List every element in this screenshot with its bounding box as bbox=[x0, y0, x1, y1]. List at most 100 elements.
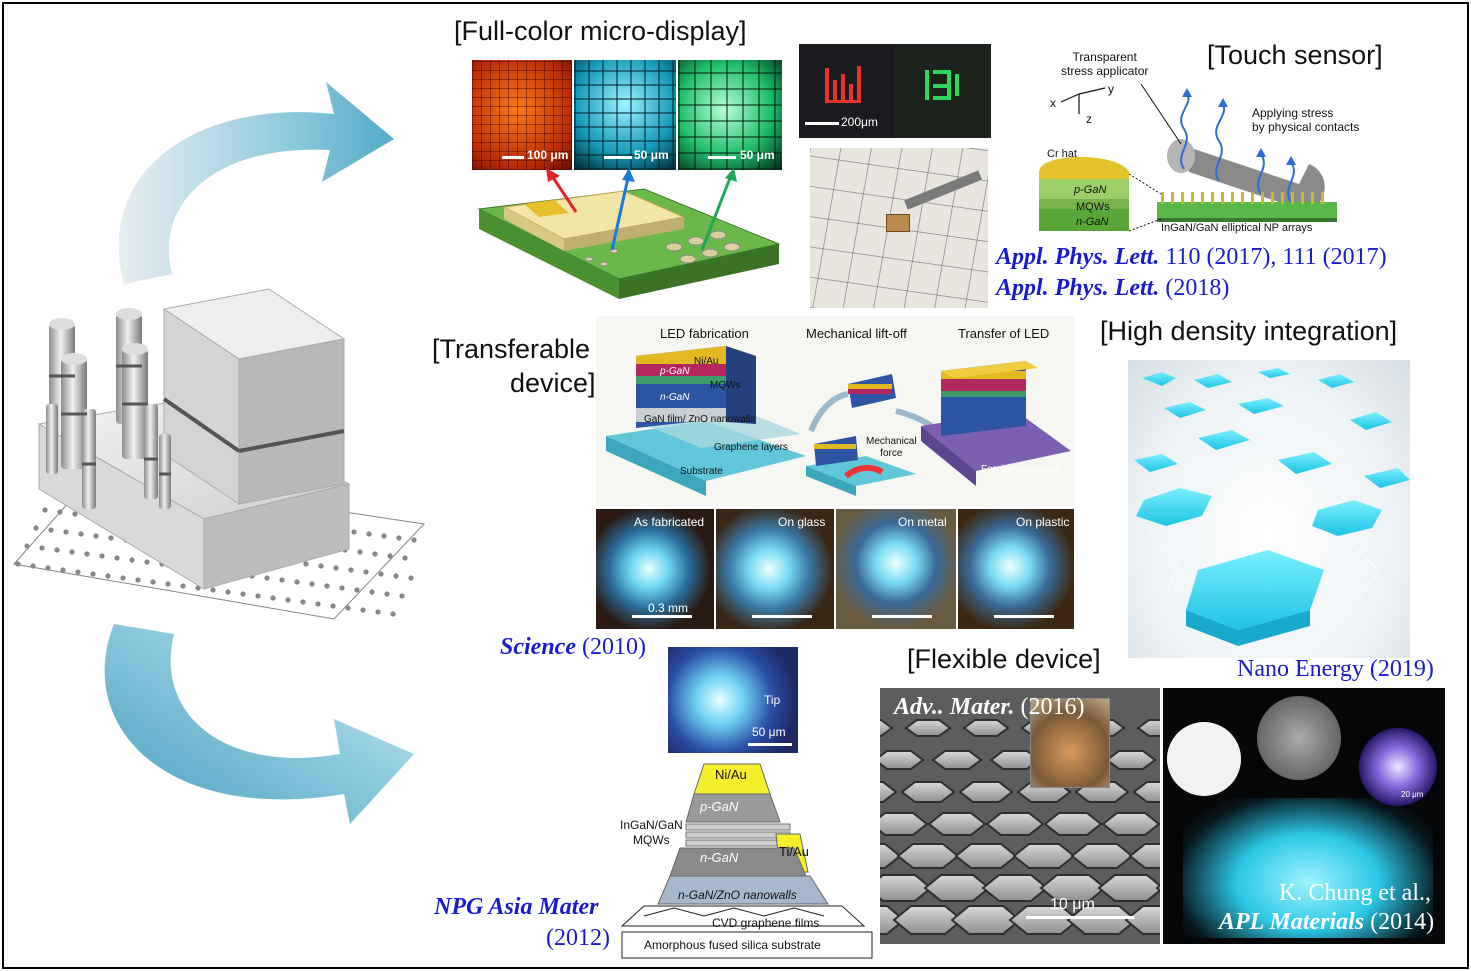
graphene-node bbox=[402, 555, 408, 561]
flexible-inset-photo bbox=[1030, 698, 1110, 788]
graphene-node bbox=[396, 535, 402, 541]
scale-red: 100 μm bbox=[527, 148, 569, 162]
flexible-scale: 10 μm bbox=[1050, 896, 1095, 913]
graphene-node bbox=[366, 531, 372, 537]
upper-arrow-icon bbox=[118, 82, 394, 284]
graphene-node bbox=[393, 573, 399, 579]
label-mqws: MQWs bbox=[1076, 201, 1110, 213]
graphene-node bbox=[99, 553, 105, 559]
graphene-node bbox=[75, 569, 81, 575]
label-np-arrays: InGaN/GaN elliptical NP arrays bbox=[1161, 222, 1313, 234]
title-transferable-2: device] bbox=[510, 368, 596, 398]
npg-label-silica: Amorphous fused silica substrate bbox=[644, 938, 821, 952]
title-transferable-1: [Transferable bbox=[432, 334, 591, 364]
graphene-node bbox=[225, 589, 231, 595]
graphene-node bbox=[348, 567, 354, 573]
npg-label-tiau: Ti/Au bbox=[779, 844, 809, 859]
sem-hexagon bbox=[880, 781, 898, 803]
photo-label-2: On metal bbox=[898, 515, 947, 529]
label-substrate: Substrate bbox=[680, 466, 723, 477]
sem-hexagon bbox=[958, 781, 1014, 803]
sem-hexagon bbox=[1132, 781, 1160, 803]
graphene-node bbox=[63, 529, 69, 535]
graphene-node bbox=[285, 597, 291, 603]
sem-hexagon bbox=[1124, 905, 1160, 935]
graphene-node bbox=[363, 569, 369, 575]
label-cr-hat: Cr hat bbox=[1047, 148, 1077, 160]
graphene-node bbox=[33, 525, 39, 531]
sem-hexagon bbox=[931, 750, 983, 770]
label-ngan-t: n-GaN bbox=[660, 392, 690, 403]
graphene-node bbox=[45, 565, 51, 571]
npg-scale: 50 μm bbox=[752, 725, 786, 739]
device-schematic bbox=[13, 82, 426, 824]
graphene-node bbox=[345, 605, 351, 611]
flexible-glow-image: 20 μm bbox=[1163, 688, 1445, 944]
title-touch-sensor: [Touch sensor] bbox=[1207, 40, 1383, 70]
blue-display-image: 50 μm bbox=[574, 60, 676, 170]
sem-hexagon bbox=[1105, 750, 1157, 770]
graphene-node bbox=[381, 533, 387, 539]
title-full-color: [Full-color micro-display] bbox=[454, 16, 747, 46]
citation-apl-2017: Appl. Phys. Lett. 110 (2017), 111 (2017) bbox=[996, 244, 1387, 270]
sem-hexagon bbox=[1097, 874, 1160, 902]
graphene-node bbox=[24, 543, 30, 549]
flexible-sem-image: 10 μm bbox=[880, 688, 1160, 944]
sem-hexagon bbox=[981, 874, 1049, 902]
graphene-node bbox=[300, 599, 306, 605]
label-liftoff: Mechanical lift-off bbox=[806, 326, 907, 341]
graphene-node bbox=[210, 587, 216, 593]
graphene-node bbox=[54, 547, 60, 553]
graphene-node bbox=[390, 611, 396, 617]
transfer-schematic: LED fabrication Mechanical lift-off Tran… bbox=[596, 316, 1074, 506]
graphene-node bbox=[303, 561, 309, 567]
label-applying-stress: Applying stress by physical contacts bbox=[1252, 106, 1360, 134]
sem-hexagon bbox=[927, 812, 987, 836]
graphene-node bbox=[270, 595, 276, 601]
npg-label-nanowalls: n-GaN/ZnO nanowalls bbox=[678, 888, 797, 902]
graphene-node bbox=[315, 601, 321, 607]
graphene-node bbox=[255, 593, 261, 599]
sem-hexagon bbox=[1136, 719, 1160, 737]
photo-on-glass: On glass bbox=[716, 509, 834, 629]
sem-hexagon bbox=[880, 719, 894, 737]
photo-label-0: As fabricated bbox=[634, 515, 705, 529]
graphene-node bbox=[15, 561, 21, 567]
inset-scale: 20 μm bbox=[1401, 790, 1424, 799]
label-axis-x: x bbox=[1050, 96, 1056, 110]
graphene-node bbox=[408, 575, 414, 581]
graphene-node bbox=[105, 573, 111, 579]
citation-chung-2: APL Materials (2014) bbox=[1219, 909, 1435, 935]
graphene-node bbox=[120, 575, 126, 581]
citation-nano-energy: Nano Energy (2019) bbox=[1237, 656, 1434, 682]
label-pgan-t: p-GaN bbox=[660, 366, 690, 377]
green-letters-image bbox=[895, 44, 991, 138]
npg-label-ngan: n-GaN bbox=[700, 850, 739, 865]
inset-schematic-circle bbox=[1167, 722, 1241, 796]
graphene-node bbox=[72, 511, 78, 517]
label-transfer-led: Transfer of LED bbox=[958, 326, 1050, 341]
label-niau: Ni/Au bbox=[694, 356, 719, 367]
nanorod-pillars bbox=[46, 308, 171, 509]
color-arrows bbox=[546, 168, 737, 251]
citation-npg-year: (2012) bbox=[546, 925, 610, 951]
graphene-node bbox=[42, 507, 48, 513]
graphene-node bbox=[375, 609, 381, 615]
label-foreign: Foreign substrate bbox=[981, 464, 1059, 475]
grid-photo-image bbox=[810, 148, 988, 308]
graphene-node bbox=[114, 555, 120, 561]
graphene-node bbox=[69, 549, 75, 555]
label-mech-force: Mechanical force bbox=[866, 436, 917, 459]
graphene-node bbox=[30, 563, 36, 569]
graphene-node bbox=[279, 577, 285, 583]
citation-science: Science (2010) bbox=[500, 634, 646, 660]
graphene-node bbox=[369, 589, 375, 595]
sem-hexagon bbox=[1128, 843, 1160, 869]
graphene-node bbox=[411, 537, 417, 543]
graphene-node bbox=[150, 579, 156, 585]
graphene-node bbox=[318, 563, 324, 569]
graphene-node bbox=[354, 587, 360, 593]
graphene-node bbox=[309, 581, 315, 587]
npg-led-photo: Tip 50 μm bbox=[668, 647, 798, 753]
npg-label-ingan: InGaN/GaN MQWs bbox=[620, 818, 683, 847]
